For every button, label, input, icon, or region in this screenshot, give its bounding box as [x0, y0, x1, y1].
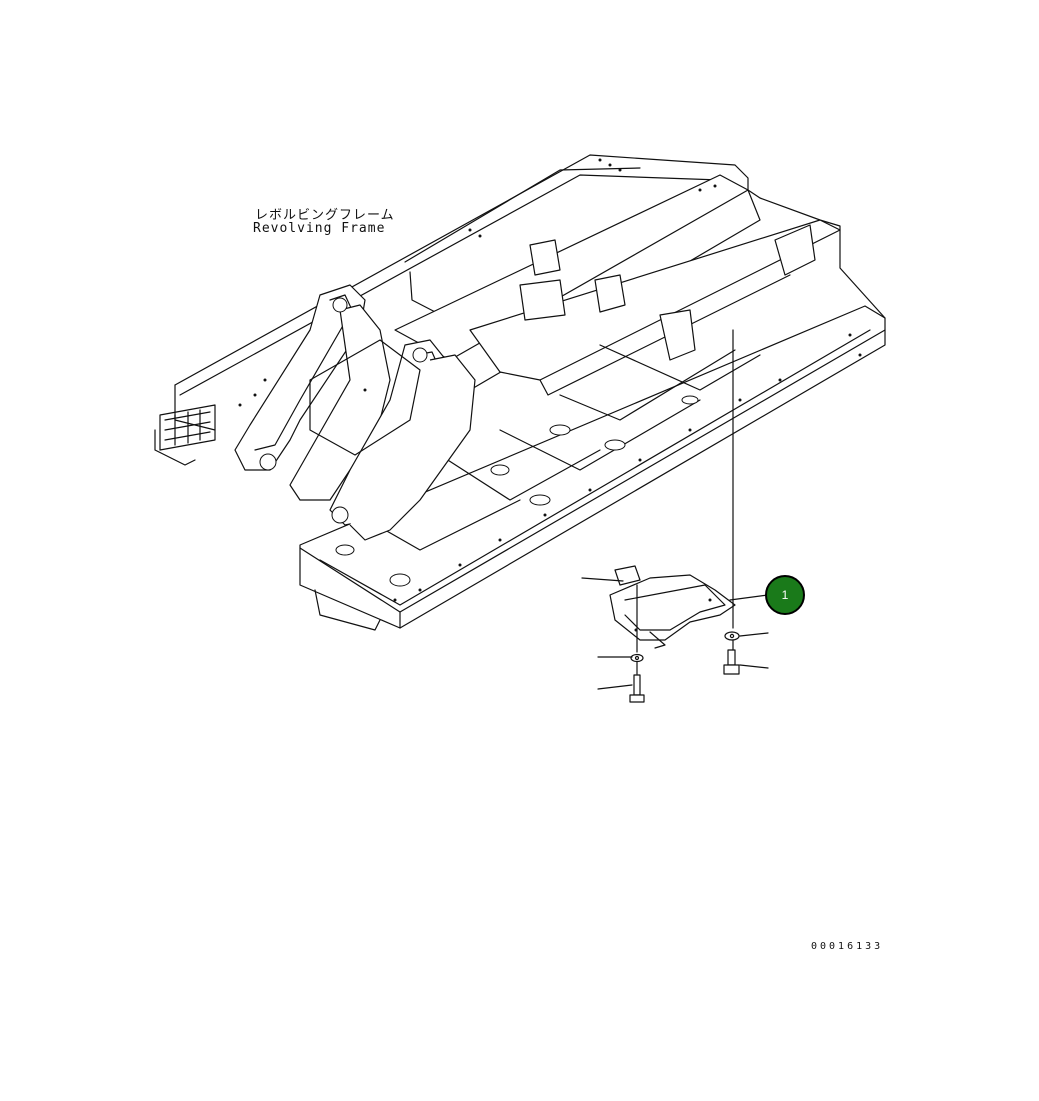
title-japanese: レボルビングフレーム: [255, 208, 395, 223]
callout-label: 1: [781, 588, 789, 602]
washer-right: [724, 631, 740, 641]
callout-part-1[interactable]: 1: [765, 575, 805, 615]
washer-left: [630, 653, 644, 663]
bolt-right: [723, 649, 740, 675]
frame-body: [154, 154, 886, 631]
undercover-part-1: [609, 565, 736, 649]
title-english: Revolving Frame: [253, 221, 386, 236]
bolt-left: [629, 674, 645, 703]
leader-lines: [581, 329, 769, 690]
drawing-number: 00016133: [811, 941, 884, 952]
